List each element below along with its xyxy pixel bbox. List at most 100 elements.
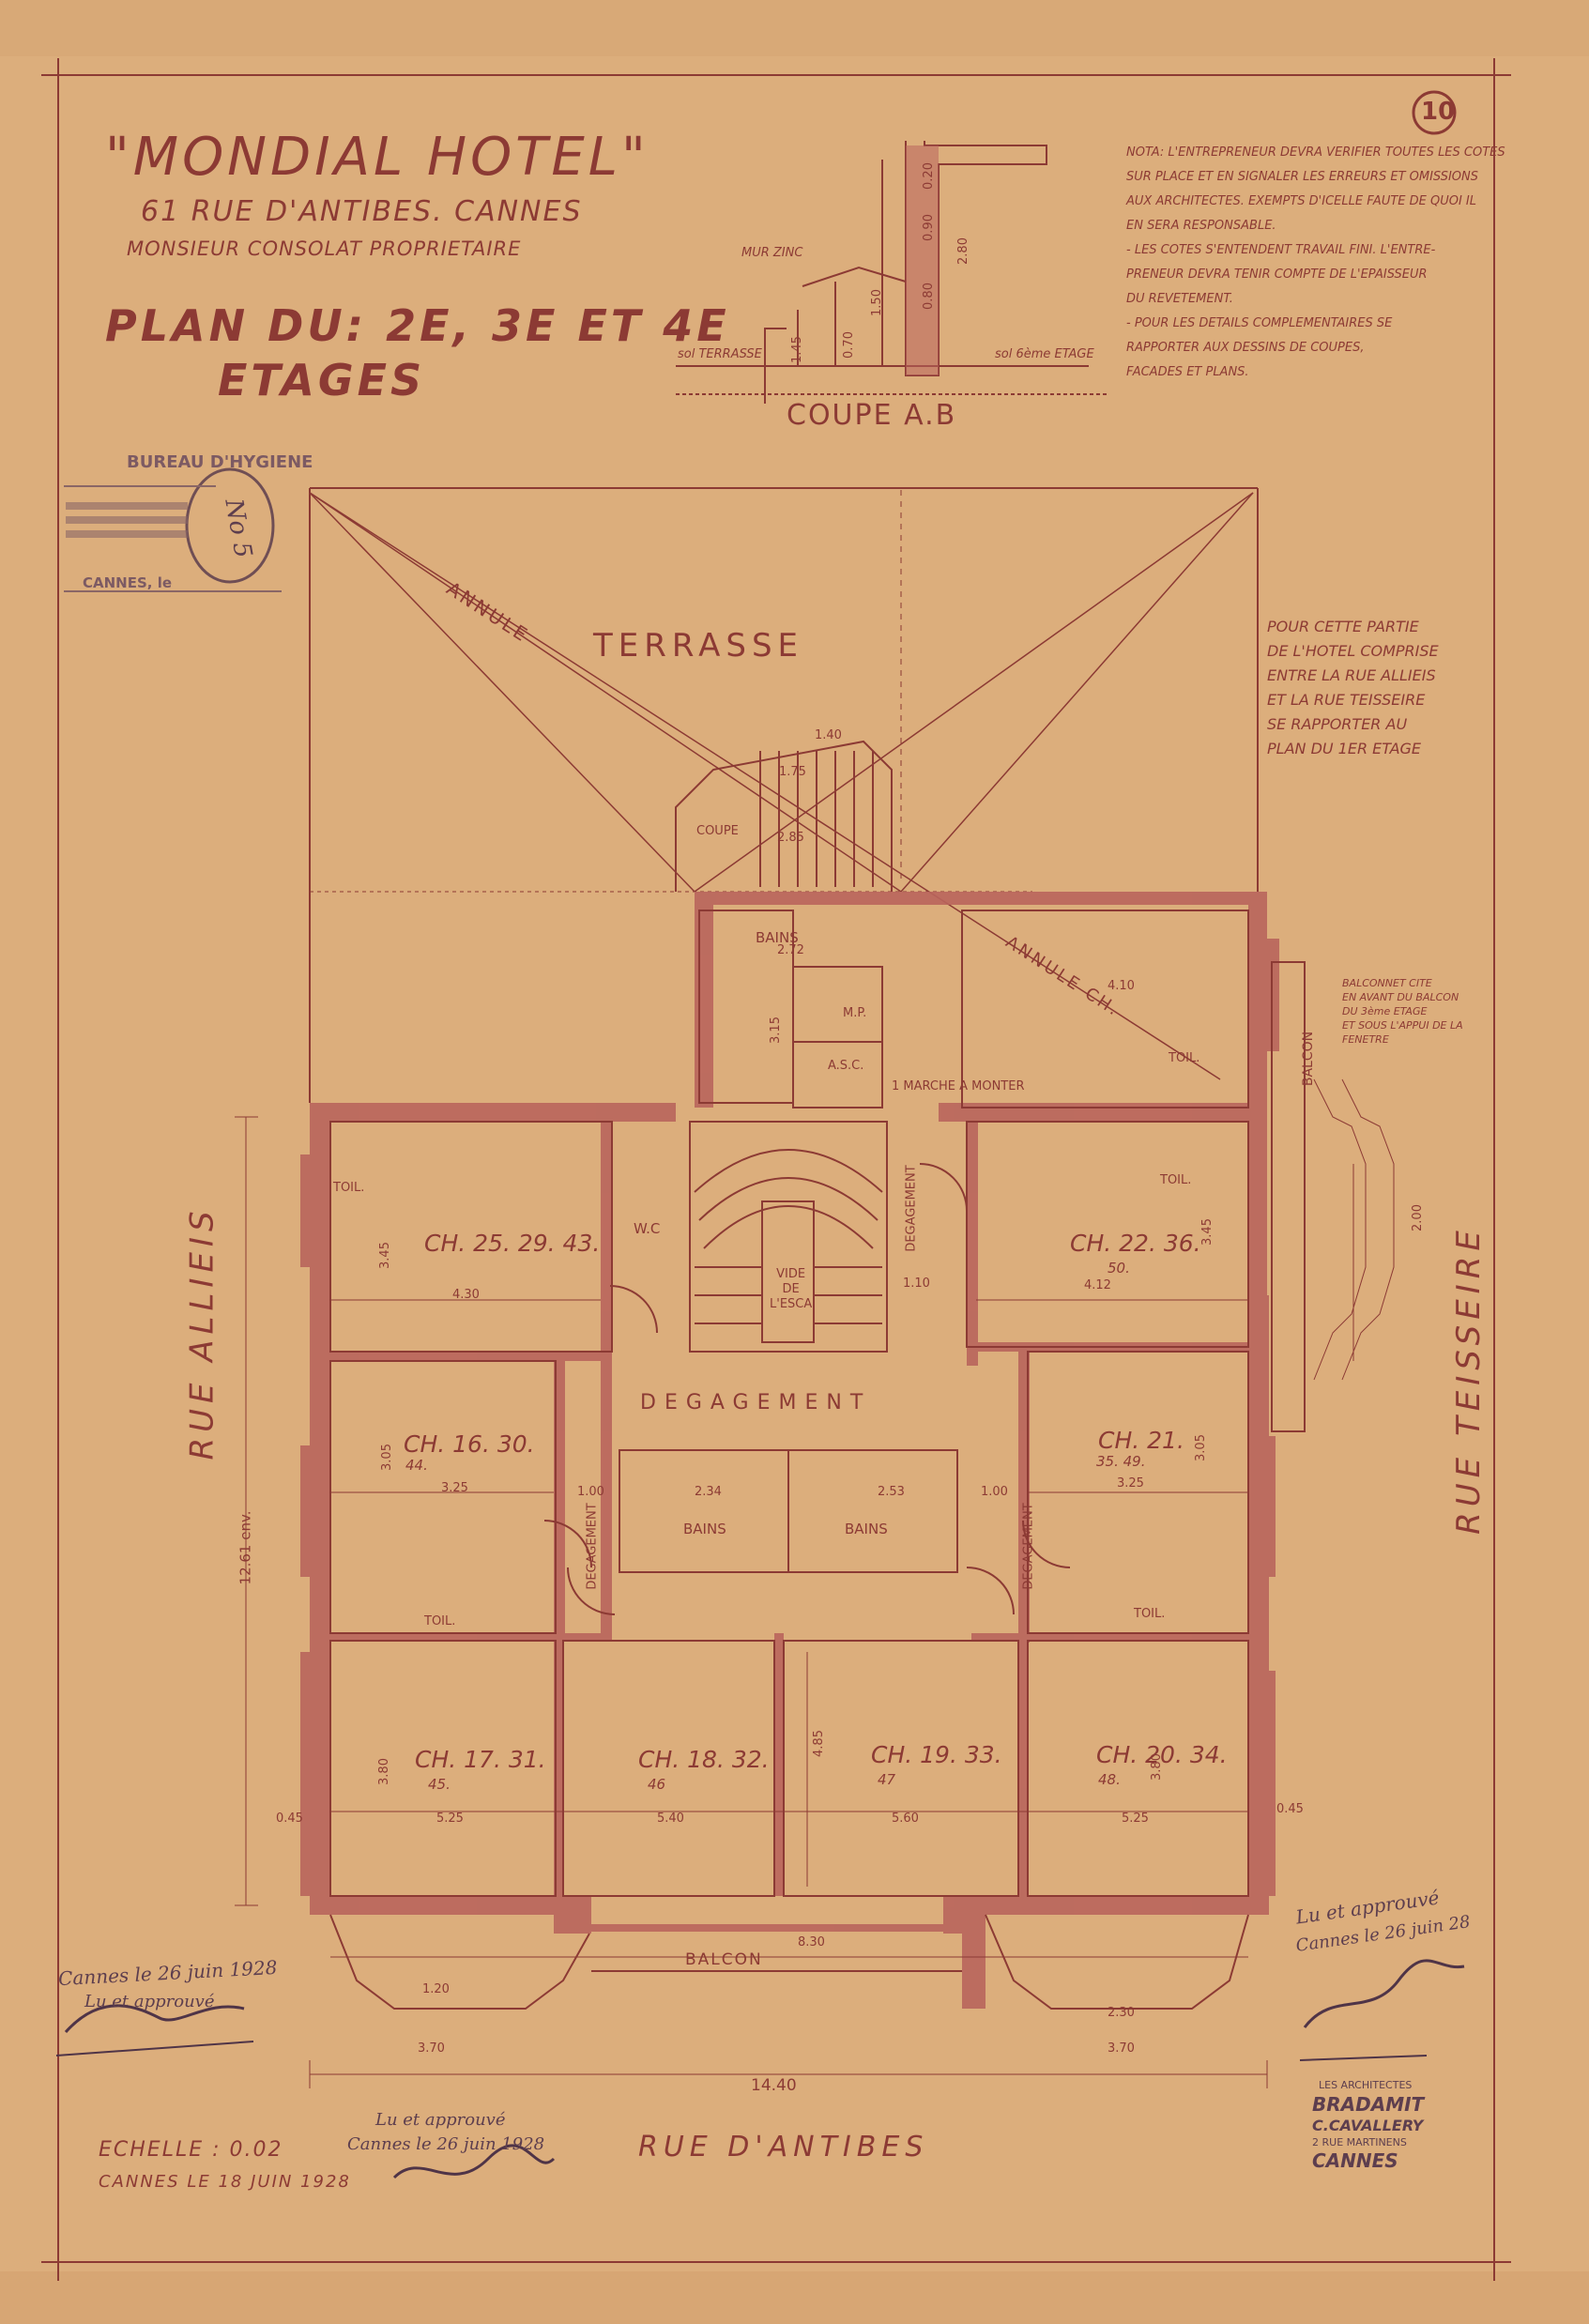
dim-label: 3.45 (1199, 1218, 1215, 1246)
dim-label: 3.70 (418, 2041, 445, 2056)
degagement-label: DEGAGEMENT (640, 1391, 872, 1414)
drawing-date: CANNES LE 18 JUIN 1928 (99, 2172, 351, 2192)
dim-label: 1.20 (422, 1982, 450, 1996)
room-label: CH. 16. 30. (404, 1430, 535, 1458)
dim-label: 3.05 (1193, 1434, 1208, 1461)
sheet-number: 10 (1421, 98, 1456, 126)
degagement-vertical-left: DEGAGEMENT (585, 1503, 600, 1590)
wc-label: W.C (634, 1220, 661, 1237)
sheet-border (57, 74, 1495, 2263)
sheet-number-circle (1412, 90, 1457, 135)
dim-label: 4.10 (1108, 979, 1135, 993)
bains-label-left: BAINS (683, 1521, 726, 1537)
room-label: CH. 25. 29. 43. (424, 1230, 601, 1257)
section-dim: 0.20 (921, 162, 936, 190)
stamp-title: BUREAU D'HYGIENE (127, 452, 313, 472)
dim-label: 4.12 (1084, 1278, 1111, 1292)
dim-label: 2.00 (1410, 1204, 1425, 1231)
room-label: CH. 21. (1098, 1427, 1184, 1454)
architect-city: CANNES (1312, 2149, 1398, 2172)
dim-label: 3.80 (376, 1758, 391, 1785)
right-note: POUR CETTE PARTIE DE L'HOTEL COMPRISE EN… (1267, 618, 1439, 757)
signature-marks (55, 1959, 1465, 2179)
room-number: 35. 49. (1096, 1453, 1146, 1470)
asc-label: A.S.C. (828, 1059, 864, 1073)
section-dim: 1.45 (789, 336, 804, 363)
section-dim: 2.80 (955, 237, 970, 265)
room-number: 45. (428, 1776, 451, 1793)
balcon-vertical: BALCON (1301, 1031, 1317, 1087)
dim-label: 3.25 (1117, 1476, 1144, 1491)
dim-label: 2.53 (878, 1485, 905, 1499)
dim-label: 2.34 (695, 1485, 722, 1499)
dim-label: 1.00 (577, 1485, 604, 1499)
plan-title-line2: ETAGES (218, 355, 426, 405)
degagement-vertical: DEGAGEMENT (904, 1165, 919, 1252)
room-number: 48. (1098, 1771, 1121, 1788)
toil-label: TOIL. (333, 1181, 365, 1195)
section-coupe-ab (676, 141, 1108, 404)
section-dim: 0.80 (921, 283, 936, 310)
coupe-label-plan: COUPE (696, 824, 739, 838)
room-label: CH. 17. 31. (415, 1746, 546, 1773)
overall-height: 12.61 env. (237, 1510, 254, 1585)
hygiene-stamp (64, 467, 282, 592)
dim-label: 4.30 (452, 1288, 480, 1302)
dim-label: 5.25 (1122, 1812, 1149, 1826)
bains-label-right: BAINS (845, 1521, 888, 1537)
dim-label: 5.25 (436, 1812, 464, 1826)
overall-width: 14.40 (751, 2076, 797, 2095)
room-number: 50. (1108, 1260, 1130, 1277)
dim-label: 3.15 (768, 1017, 783, 1044)
architect-name: C.CAVALLERY (1312, 2117, 1424, 2134)
approval-mid-date: Cannes le 26 juin 1928 (347, 2134, 545, 2154)
stair-void-label: VIDE DE L'ESCA (770, 1267, 813, 1311)
scale-label: ECHELLE : 0.02 (99, 2138, 283, 2162)
section-sol-terrasse: sol TERRASSE (678, 347, 762, 361)
dim-label: 2.85 (777, 831, 804, 845)
mp-label: M.P. (843, 1006, 867, 1020)
section-label: COUPE A.B (787, 399, 957, 432)
dim-label: 1.00 (981, 1485, 1008, 1499)
section-mur-zinc: MUR ZINC (741, 246, 803, 260)
toil-label: TOIL. (1160, 1173, 1192, 1187)
hotel-address: 61 RUE D'ANTIBES. CANNES (141, 195, 583, 228)
dim-label: 4.85 (811, 1730, 826, 1757)
dim-label: 5.40 (657, 1812, 684, 1826)
section-dim: 0.90 (921, 214, 936, 241)
architect-address: 2 RUE MARTINENS (1312, 2136, 1407, 2148)
dim-label: 0.45 (276, 1812, 303, 1826)
hotel-title: "MONDIAL HOTEL" (105, 127, 649, 188)
section-dim: 1.50 (869, 289, 884, 316)
dim-label: 3.25 (441, 1481, 468, 1495)
marche-label: 1 MARCHE A MONTER (892, 1079, 1025, 1093)
dim-label: 3.70 (1108, 2041, 1135, 2056)
room-partitions (329, 910, 1306, 2010)
toil-label: TOIL. (424, 1614, 456, 1628)
section-dim: 0.70 (841, 331, 856, 359)
street-left: RUE ALLIEIS (183, 1205, 222, 1460)
contractor-note: NOTA: L'ENTREPRENEUR DEVRA VERIFIER TOUT… (1126, 145, 1505, 379)
dim-label: 2.30 (1108, 2006, 1135, 2020)
dim-label: 1.75 (779, 765, 806, 779)
terrace-label: TERRASSE (593, 627, 804, 665)
dim-label: 3.05 (379, 1444, 394, 1471)
balconnet-note: BALCONNET CITE EN AVANT DU BALCON DU 3èm… (1342, 977, 1463, 1046)
street-bottom: RUE D'ANTIBES (638, 2131, 929, 2163)
architect-name: BRADAMIT (1312, 2093, 1425, 2116)
approval-mid-text: Lu et approuvé (375, 2110, 506, 2130)
room-label: CH. 18. 32. (638, 1746, 770, 1773)
bains-label-top: BAINS (756, 929, 799, 946)
dimension-lines (235, 1078, 1395, 2088)
approval-left-text: Lu et approuvé (84, 1992, 215, 2011)
balcon-label: BALCON (685, 1950, 763, 1969)
degagement-vertical-right: DEGAGEMENT (1021, 1503, 1036, 1590)
room-label: CH. 20. 34. (1096, 1741, 1228, 1768)
dim-label: 1.10 (903, 1277, 930, 1291)
room-number: 47 (878, 1771, 896, 1788)
room-label: CH. 22. 36. (1070, 1230, 1201, 1257)
toil-label: TOIL. (1169, 1051, 1200, 1065)
dim-label: 3.80 (1149, 1753, 1164, 1781)
